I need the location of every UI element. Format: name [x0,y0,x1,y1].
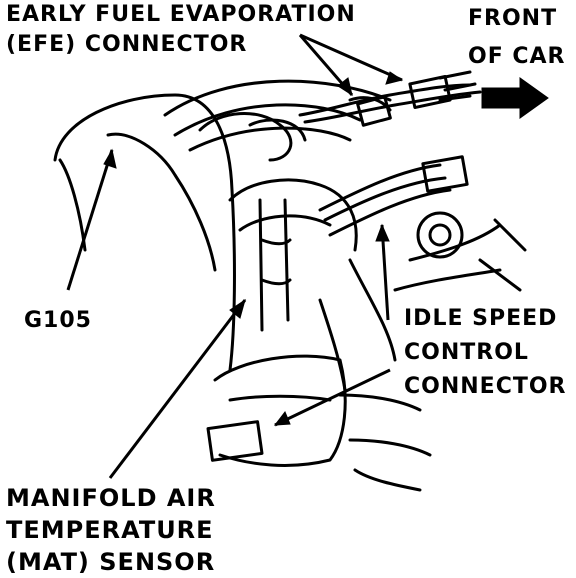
efe-leader-2 [299,33,403,82]
front-arrow [481,77,549,119]
isc-harness [318,163,442,212]
throttle-body [416,211,464,259]
isc-connector [421,155,469,193]
g105-leader [66,149,114,291]
efe-label-line1: EARLY FUEL EVAPORATION [6,2,356,27]
lower-housing [213,354,347,467]
g105-label: G105 [24,308,92,333]
isc-leader-2 [274,368,391,427]
efe-connector-1 [356,95,392,127]
fender-outline [53,93,236,372]
mat-label-line1: MANIFOLD AIR [6,484,216,512]
air-cleaner [163,79,392,117]
mat-leader [108,299,247,479]
front-label-line2: OF CAR [468,44,566,69]
mat-label-line3: (MAT) SENSOR [6,548,216,576]
front-label-line1: FRONT [468,6,558,31]
isc-label-line3: CONNECTOR [404,374,567,399]
fender-inner [106,132,217,272]
isc-label-line2: CONTROL [404,340,529,365]
isc-label-line1: IDLE SPEED [404,306,558,331]
efe-label-line2: (EFE) CONNECTOR [6,32,248,57]
mat-label-line2: TEMPERATURE [6,516,214,544]
mat-sensor [206,420,264,462]
